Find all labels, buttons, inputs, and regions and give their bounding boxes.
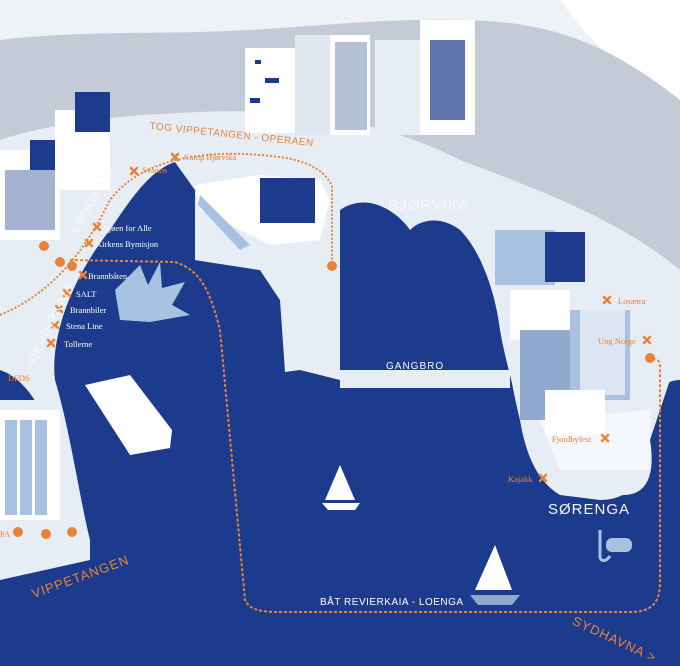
- snorkel-icon: [598, 530, 632, 562]
- label-ung-norge: Ung Norge: [598, 336, 636, 346]
- gangbro-bridge: [340, 370, 510, 388]
- label-camp-bjorvika: Camp Bjørvika: [184, 152, 237, 162]
- x-markers: [46, 152, 652, 483]
- label-sjoen-for-alle: Sjøen for Alle: [104, 223, 152, 233]
- label-sorenga: SØRENGA: [548, 501, 631, 518]
- label-brannbaten: Brannbåten: [88, 271, 128, 281]
- label-stena-line: Stena Line: [66, 321, 103, 331]
- round-icons: [13, 241, 655, 539]
- label-pa: PA: [0, 529, 11, 539]
- sailboats: [322, 465, 520, 605]
- label-bjorvika: BJØRVIKA: [388, 197, 470, 214]
- opera-house: [195, 175, 330, 250]
- label-kirkens-bymisjon: Kirkens Bymisjon: [96, 239, 159, 249]
- label-fjordbyfest: Fjordbyfest: [552, 434, 592, 444]
- silos: [0, 410, 60, 520]
- barcode-buildings: [245, 20, 475, 135]
- label-svanen: Svanen: [142, 165, 168, 175]
- label-tollerne: Tollerne: [64, 339, 93, 349]
- ferry-boat: [85, 375, 172, 455]
- label-dfds: DFDS: [8, 373, 30, 383]
- sorenga-buildings: [495, 230, 630, 435]
- label-bat-route: BÅT REVIERKAIA - LOENGA: [320, 597, 464, 608]
- label-gangbro: GANGBRO: [386, 361, 445, 372]
- sculpture: [115, 262, 190, 322]
- label-kajakk: Kajakk: [508, 474, 533, 484]
- label-salt: SALT: [76, 289, 97, 299]
- old-town-buildings: [0, 92, 110, 240]
- bat-route-line: [69, 259, 661, 613]
- label-brannbiler: Brannbiler: [70, 305, 107, 315]
- label-losaetra: Losætra: [618, 296, 646, 306]
